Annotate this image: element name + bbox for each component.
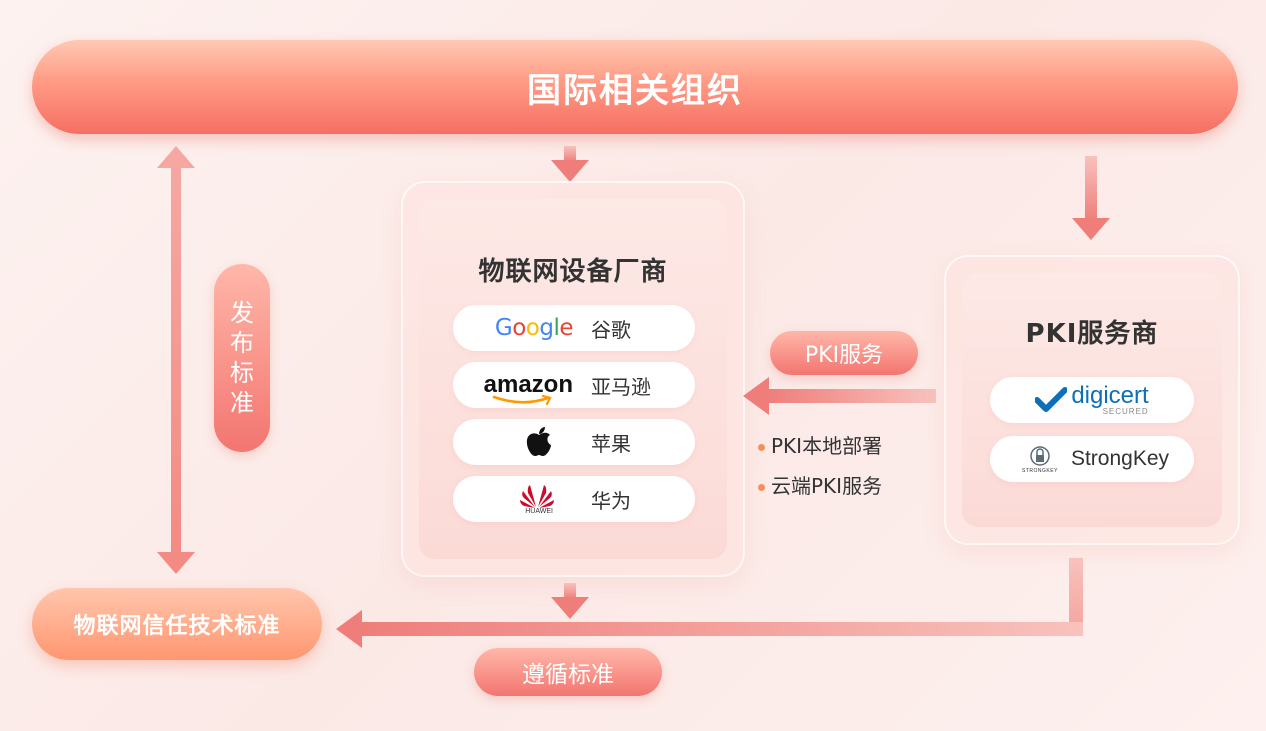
vendor-name: 谷歌 [591, 317, 631, 342]
strongkey-logo-text: StrongKey [1070, 447, 1170, 470]
publish-char: 布 [230, 329, 254, 357]
arrow-up-head [157, 146, 195, 168]
pki-option-text: PKI本地部署 [771, 434, 883, 458]
bullet-dot-icon [758, 484, 765, 491]
amazon-logo-text: amazon [483, 371, 573, 398]
amazon-logo: amazon [453, 371, 573, 405]
list-item: 云端PKI服务 [758, 466, 882, 506]
pki-option-text: 云端PKI服务 [771, 474, 883, 498]
arrow-pki-to-vendors [743, 377, 936, 415]
arrow-down-head [551, 160, 589, 182]
huawei-logo: HUAWEI [453, 483, 554, 515]
arrow-stem [171, 166, 181, 554]
vendor-name: 华为 [591, 488, 631, 513]
bullet-dot-icon [758, 444, 765, 451]
huawei-flower-icon [520, 485, 554, 508]
vendor-row-google: Google 谷歌 [453, 305, 695, 351]
google-logo: Google [494, 315, 574, 341]
vendor-row-apple: 苹果 [453, 419, 695, 465]
pki-service-label: PKI服务 [770, 331, 918, 375]
publish-char: 发 [230, 299, 254, 327]
bottom-arrow-head [336, 610, 362, 648]
publish-double-arrow [157, 146, 195, 574]
arrow-stem [1085, 156, 1097, 220]
publish-standards-label: 发 布 标 准 [214, 264, 270, 452]
digicert-logo-subtext: SECURED [1102, 406, 1149, 416]
arrow-stem [564, 146, 576, 162]
vendor-name: 亚马逊 [591, 374, 651, 399]
device-vendor-card-inner: 物联网设备厂商 Google 谷歌 amazon 亚马逊 [419, 199, 727, 559]
follow-standards-label: 遵循标准 [474, 648, 662, 696]
vendor-row-huawei: HUAWEI 华为 [453, 476, 695, 522]
strongkey-logo: STRONGKEY [1015, 444, 1065, 474]
pki-options-list: PKI本地部署 云端PKI服务 [758, 426, 882, 506]
pki-provider-card: PKI服务商 digicert SECURED STRONGKEY Strong… [946, 257, 1238, 543]
list-item: PKI本地部署 [758, 426, 882, 466]
device-vendor-card: 物联网设备厂商 Google 谷歌 amazon 亚马逊 [403, 183, 743, 575]
arrow-banner-to-pki [1072, 156, 1110, 242]
arrow-down-head [157, 552, 195, 574]
arrow-stem [564, 583, 576, 599]
pki-provider-card-inner: PKI服务商 digicert SECURED STRONGKEY Strong… [962, 273, 1222, 527]
checkmark-icon [1035, 387, 1068, 412]
trust-standard-text: 物联网信任技术标准 [73, 614, 281, 639]
strongkey-lock-icon [1030, 446, 1050, 466]
apple-icon [526, 427, 551, 456]
pki-to-standard-connector [1069, 558, 1083, 636]
amazon-smile-icon [492, 395, 552, 405]
pki-service-text: PKI服务 [804, 343, 884, 368]
strongkey-logo-subtext: STRONGKEY [1022, 468, 1058, 474]
trust-standard-box: 物联网信任技术标准 [32, 588, 322, 660]
arrow-down-head [551, 597, 589, 619]
organizations-banner: 国际相关组织 [32, 40, 1238, 134]
follow-standards-text: 遵循标准 [522, 662, 614, 688]
banner-title: 国际相关组织 [527, 70, 743, 111]
bottom-arrow-stem [360, 622, 1083, 636]
huawei-logo-text: HUAWEI [525, 508, 553, 515]
arrow-vendors-to-bottom [551, 583, 589, 619]
apple-logo [453, 426, 553, 458]
digicert-logo-text: digicert [1071, 381, 1149, 409]
pki-provider-title: PKI服务商 [1025, 319, 1159, 349]
device-vendor-title: 物联网设备厂商 [478, 257, 668, 287]
provider-row-digicert: digicert SECURED [990, 377, 1194, 423]
provider-row-strongkey: STRONGKEY StrongKey [990, 436, 1194, 482]
publish-char: 准 [230, 389, 254, 417]
arrow-banner-to-vendors [551, 146, 589, 182]
arrow-down-head [1072, 218, 1110, 240]
publish-char: 标 [230, 359, 254, 387]
vendor-name: 苹果 [591, 431, 631, 456]
arrow-stem [767, 389, 936, 403]
arrow-left-head [743, 377, 769, 415]
vendor-row-amazon: amazon 亚马逊 [453, 362, 695, 408]
